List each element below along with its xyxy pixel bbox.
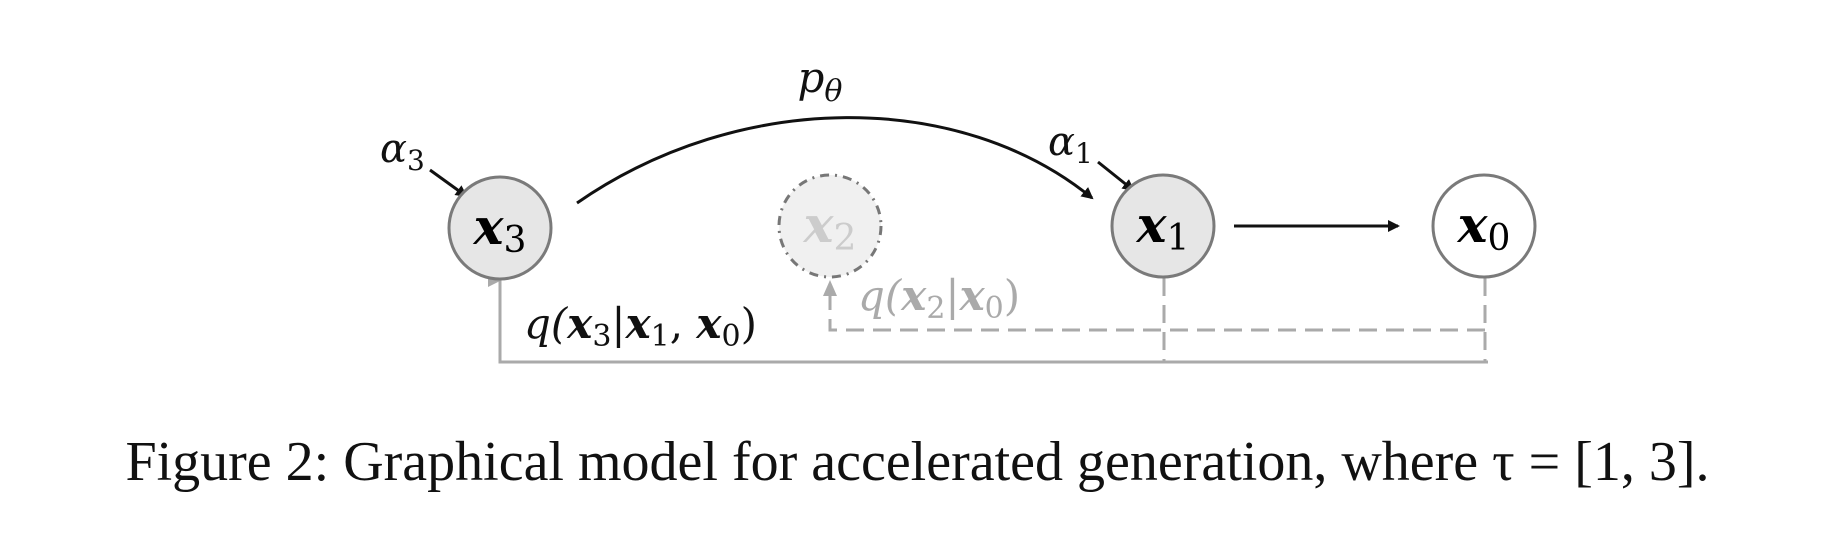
svg-text:x3: x3 [473,197,527,261]
node-x2-sub: 2 [833,218,856,259]
q-x2-arrowhead [823,280,837,296]
node-x2: x2 [777,173,883,279]
node-x1-sub: 1 [1166,218,1189,259]
label-p-theta: pθ [798,53,843,109]
node-x1-base: x [1136,195,1168,254]
label-alpha3: α3 [380,126,425,177]
node-x0-sub: 0 [1487,218,1510,259]
node-x3-sub: 3 [503,220,526,261]
node-x2-base: x [803,195,835,254]
node-x0-base: x [1457,195,1489,254]
node-x3-base: x [473,197,505,256]
p-theta-edge [576,116,1094,205]
node-x3: x3 [447,175,553,281]
q-x2-edge [828,296,1485,332]
node-x1: x1 [1110,173,1216,279]
figure-caption: Figure 2: Graphical model for accelerate… [125,431,1710,493]
node-x0: x0 [1431,173,1537,279]
alpha3-arrow [429,168,468,198]
label-q-x3: q(x3|x1, x0) [524,299,757,354]
svg-text:x2: x2 [803,195,857,259]
label-alpha1: α1 [1048,119,1093,170]
label-q-x2: q(x2|x0) [858,271,1020,326]
q-x3-edge [488,273,1488,364]
svg-text:x1: x1 [1136,195,1190,259]
alpha1-arrow [1097,160,1135,192]
svg-text:x0: x0 [1457,195,1511,259]
